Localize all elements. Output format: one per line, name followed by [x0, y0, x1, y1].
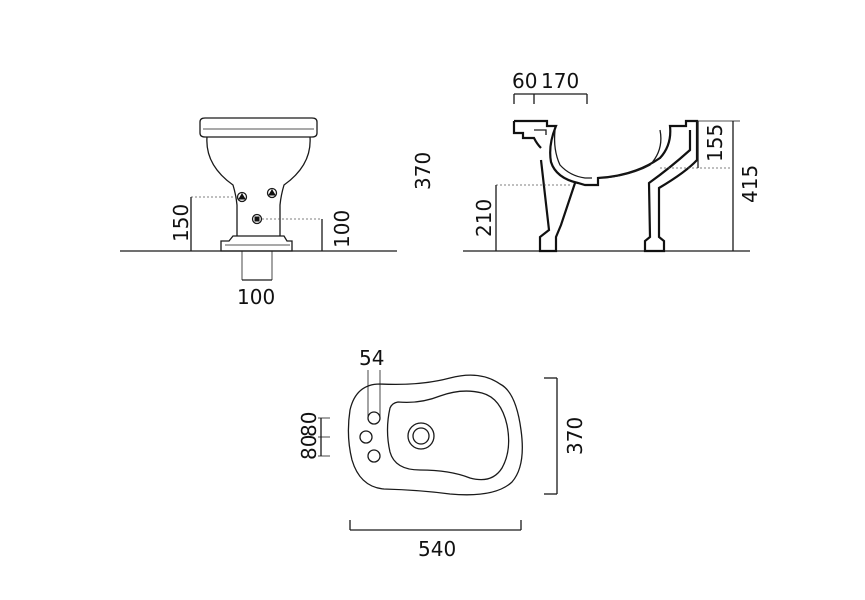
side-bowl-outline	[514, 119, 699, 187]
front-bowl	[206, 136, 311, 236]
plan-tap-hole-bottom	[367, 449, 381, 463]
side-pedestal	[538, 159, 577, 253]
side-view: 60 170 155 415 210	[463, 69, 762, 253]
side-dim-415: 415	[738, 165, 762, 203]
plan-tap-hole-mid	[359, 430, 373, 444]
front-inlet-left	[236, 191, 248, 203]
front-view: 150 100 100	[120, 117, 397, 309]
side-dim-170: 170	[541, 69, 579, 93]
front-outlet	[251, 213, 263, 225]
side-dim-155: 155	[703, 124, 727, 162]
side-dim-210: 210	[472, 199, 496, 237]
plan-dim-540: 540	[418, 537, 456, 561]
plan-dim-54: 54	[359, 346, 384, 370]
front-dim-100-vertical: 100	[330, 210, 354, 248]
front-rim	[199, 117, 318, 138]
plan-view: 54 80 80 370 540	[297, 346, 587, 561]
plan-basin	[386, 390, 510, 481]
front-dim-100-horizontal: 100	[237, 285, 275, 309]
front-dim-150: 150	[169, 204, 193, 242]
plan-dim-80-a: 80	[297, 435, 321, 460]
plan-dim-80-b: 80	[297, 412, 321, 437]
plan-tap-hole-top	[367, 411, 381, 425]
dim-370-overall: 370	[411, 152, 435, 190]
plan-dim-370: 370	[563, 417, 587, 455]
side-dim-60: 60	[512, 69, 537, 93]
front-base	[220, 235, 293, 252]
front-inlet-right	[266, 187, 278, 199]
plan-outline	[347, 374, 523, 496]
plan-drain	[407, 422, 435, 450]
